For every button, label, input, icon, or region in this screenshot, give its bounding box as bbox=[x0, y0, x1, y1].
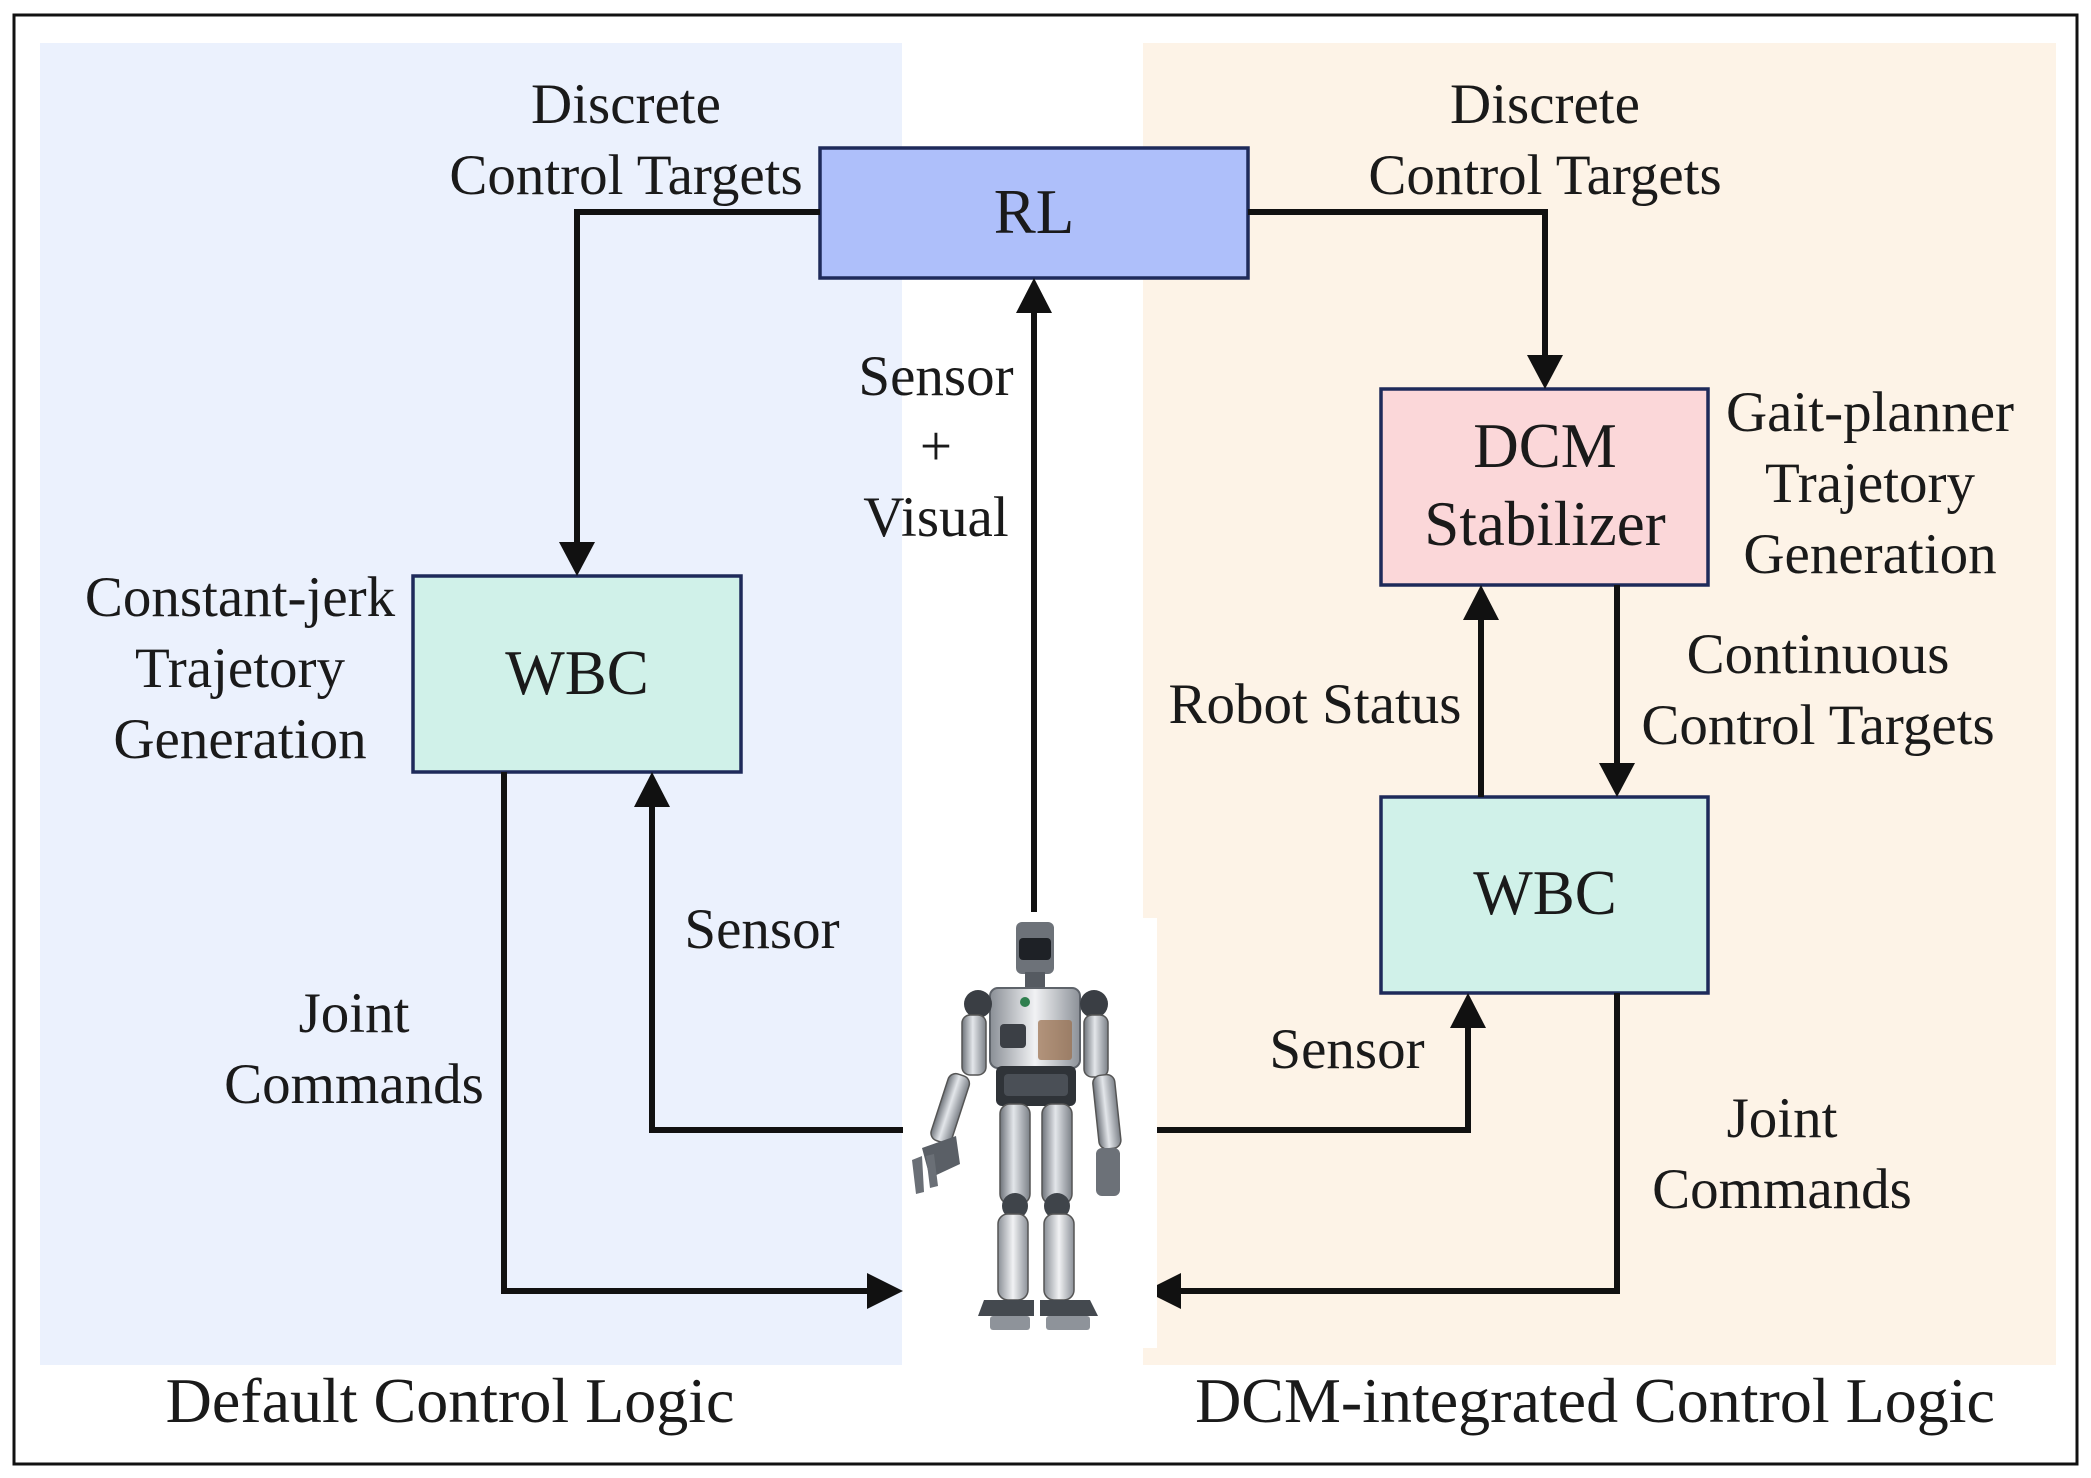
arrowhead-left-sensor bbox=[634, 772, 670, 807]
gait-planner-label-line-3: Generation bbox=[1743, 523, 1996, 586]
dcm-label-line-1: DCM bbox=[1473, 411, 1617, 481]
dcm-label-line-2: Stabilizer bbox=[1424, 489, 1665, 559]
right-joint-label-line-2: Commands bbox=[1652, 1158, 1912, 1221]
constant-jerk-label-line-2: Trajetory bbox=[135, 637, 346, 700]
robot-status-label: Robot Status bbox=[1169, 673, 1462, 736]
rl-to-dcm-line bbox=[1248, 209, 1548, 356]
left-sensor-line bbox=[649, 806, 903, 1133]
left-joint-label-line-2: Commands bbox=[224, 1053, 484, 1116]
arrowhead-right-joint bbox=[1145, 1273, 1181, 1309]
arrowhead-dcm bbox=[1527, 355, 1563, 389]
arrowhead-rl bbox=[1016, 278, 1052, 313]
rl-to-left-wbc-line bbox=[574, 209, 820, 543]
arrowheads bbox=[559, 278, 1635, 1309]
right-panel bbox=[1143, 43, 2056, 1365]
arrowhead-robot-status bbox=[1463, 585, 1499, 620]
continuous-label-line-2: Control Targets bbox=[1641, 694, 1994, 757]
right-joint-commands-line bbox=[1180, 993, 1620, 1294]
gait-planner-label-line-2: Trajetory bbox=[1765, 452, 1976, 515]
arrowhead-left-joint bbox=[867, 1273, 903, 1309]
gait-planner-label-line-1: Gait-planner bbox=[1726, 381, 2014, 444]
left-discrete-label-line-2: Control Targets bbox=[449, 144, 802, 207]
sensor-visual-label-line-3: Visual bbox=[863, 486, 1008, 549]
left-panel-title: Default Control Logic bbox=[166, 1365, 735, 1436]
right-discrete-label-line-2: Control Targets bbox=[1368, 144, 1721, 207]
left-joint-commands-line bbox=[501, 772, 868, 1294]
sensor-visual-label-line-1: Sensor bbox=[858, 345, 1013, 408]
left-wbc-label: WBC bbox=[505, 638, 649, 708]
left-wbc-box bbox=[411, 574, 743, 774]
right-joint-label-line-1: Joint bbox=[1727, 1087, 1838, 1150]
dcm-stabilizer-box bbox=[1379, 387, 1710, 587]
left-sensor-label: Sensor bbox=[684, 898, 839, 961]
left-discrete-label-line-1: Discrete bbox=[531, 73, 721, 136]
connectors bbox=[501, 209, 1620, 1294]
right-wbc-box bbox=[1379, 795, 1710, 995]
right-panel-title: DCM-integrated Control Logic bbox=[1195, 1365, 1995, 1436]
constant-jerk-label-line-3: Generation bbox=[113, 708, 366, 771]
constant-jerk-label-line-1: Constant-jerk bbox=[85, 566, 396, 629]
continuous-label-line-1: Continuous bbox=[1687, 623, 1950, 686]
rl-box-label: RL bbox=[994, 177, 1075, 247]
right-sensor-label: Sensor bbox=[1269, 1018, 1424, 1081]
humanoid-robot-icon bbox=[903, 918, 1157, 1348]
sensor-visual-label-line-2: + bbox=[920, 415, 952, 478]
arrowhead-continuous bbox=[1599, 763, 1635, 797]
right-discrete-label-line-1: Discrete bbox=[1450, 73, 1640, 136]
right-sensor-line bbox=[1157, 1027, 1471, 1133]
right-wbc-label: WBC bbox=[1473, 858, 1617, 928]
arrowhead-left-wbc bbox=[559, 542, 595, 576]
left-joint-label-line-1: Joint bbox=[299, 982, 410, 1045]
arrowhead-right-sensor bbox=[1450, 993, 1486, 1028]
